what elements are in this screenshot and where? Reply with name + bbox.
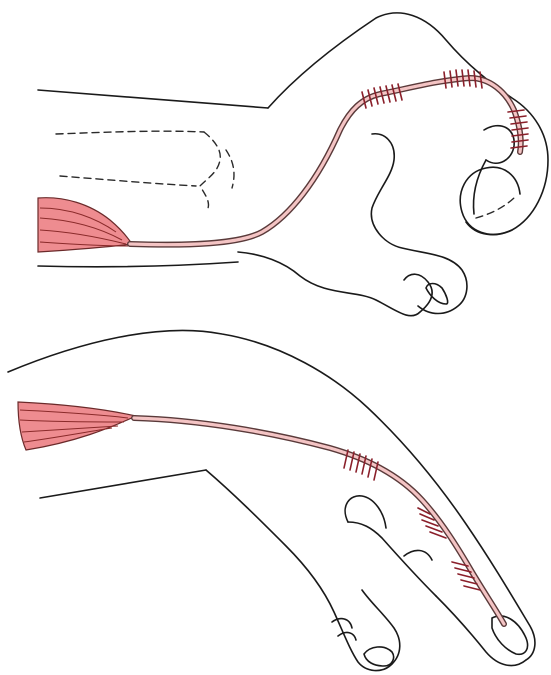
- finger-palmar-contour: [348, 522, 436, 596]
- radius-bone-bottom: [60, 176, 196, 186]
- adjacent-finger-contour: [345, 496, 386, 528]
- flexor-muscle-belly-extended: [18, 402, 136, 450]
- hand-dorsal-contour: [268, 13, 548, 235]
- flexor-tendon-extended: [134, 418, 504, 624]
- fingertip-bone: [476, 196, 516, 218]
- forearm-bottom-contour: [38, 262, 238, 267]
- radius-bone-top: [56, 131, 204, 134]
- finger-crease-extended: [404, 550, 432, 560]
- thumbnail-extended: [364, 647, 394, 666]
- extended-finger-panel: [8, 330, 535, 670]
- forearm-top-contour: [38, 90, 268, 108]
- thumb-crease-2: [338, 633, 356, 640]
- thumb-contour: [238, 252, 432, 316]
- flexed-finger-panel: [38, 13, 548, 316]
- flexor-tendon-core: [130, 78, 521, 245]
- flexor-tendon-core-extended: [134, 418, 504, 624]
- carpal-bone-2: [226, 150, 234, 188]
- forearm-bottom-contour-extended: [40, 470, 206, 498]
- palm-contour: [371, 134, 467, 314]
- fingertip-extended: [436, 596, 526, 666]
- carpal-bone: [200, 132, 220, 212]
- finger-knuckle-bump: [484, 126, 514, 164]
- fingernail: [492, 616, 528, 654]
- hand-dorsal-contour-extended: [8, 330, 535, 660]
- thumb-crease: [332, 619, 352, 628]
